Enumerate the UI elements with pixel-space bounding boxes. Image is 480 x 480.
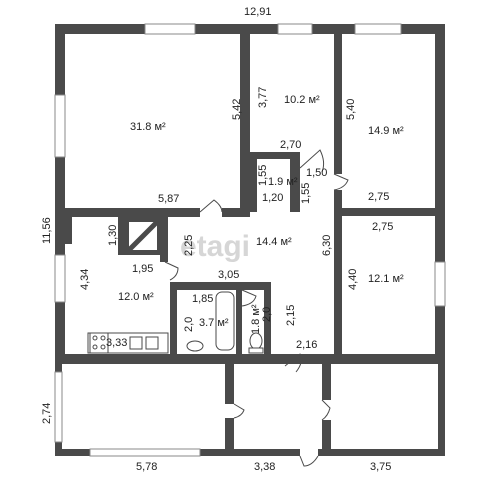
dimension-kitchen-width: 1,95: [132, 263, 153, 275]
dimension-hall-height: 6,30: [321, 235, 333, 256]
door-arc: [333, 173, 349, 191]
dimension-bath-height: 2,0: [183, 317, 195, 332]
dimension-living-bottom: 5,87: [158, 193, 179, 205]
window: [54, 254, 66, 303]
kitchen-sink-right: [145, 336, 159, 350]
dimension-top-width: 12,91: [244, 6, 272, 18]
window: [89, 448, 201, 457]
room-area-bedroom-east: 12.1 м²: [368, 273, 404, 285]
dimension-porch-mid: 3,38: [254, 461, 275, 473]
door-arc: [284, 353, 302, 373]
bath-sink: [186, 340, 204, 352]
windows: [54, 23, 446, 457]
window: [144, 23, 196, 35]
door-arc: [321, 399, 331, 421]
dimension-corridor-bottom: 2,16: [296, 339, 317, 351]
dimension-closet-height: 1,55: [257, 165, 269, 186]
door-arc: [299, 149, 325, 173]
door-arc: [199, 199, 223, 213]
watermark: etagi: [180, 230, 250, 263]
dimension-corridor-height: 2,15: [285, 305, 297, 326]
doors: [164, 149, 349, 467]
dimension-small-bedroom-left: 3,77: [257, 87, 269, 108]
dimension-stove-height: 1,30: [107, 225, 119, 246]
dimension-left-height: 11,56: [41, 217, 53, 244]
room-area-bedroom-small: 10.2 м²: [284, 94, 320, 106]
dimension-porch-right: 3,75: [370, 461, 391, 473]
dimension-toilet-height: 2,0: [261, 307, 273, 322]
dimension-east-top: 2,75: [372, 221, 393, 233]
door-arc: [299, 455, 319, 467]
room-area-bedroom-right: 14.9 м²: [368, 125, 404, 137]
dimension-closet-width: 1,20: [262, 192, 283, 204]
room-area-bathroom: 3.7 м²: [199, 317, 229, 329]
fixtures: [87, 291, 264, 354]
toilet-bowl: [249, 332, 263, 350]
window: [54, 94, 66, 158]
outer-walls: [55, 24, 445, 364]
dimension-east-height: 4,40: [347, 269, 359, 290]
toilet-tank: [248, 347, 264, 354]
room-area-living-room: 31.8 м²: [130, 121, 166, 133]
dimension-bath-width: 1,85: [192, 293, 213, 305]
dimension-right-bedroom-left: 5,40: [345, 99, 357, 120]
door-arc: [233, 403, 245, 419]
door-arc: [164, 261, 179, 281]
window: [434, 261, 446, 307]
dimension-closet-right-side: 1,55: [300, 183, 312, 204]
window: [54, 371, 63, 443]
room-area-kitchen: 12.0 м²: [118, 291, 154, 303]
dimension-kitchen-side: 2,25: [183, 235, 195, 256]
dimension-right-bedroom-bottom: 2,75: [368, 191, 389, 203]
dimension-porch-left: 5,78: [136, 461, 157, 473]
porch-walls: [55, 364, 445, 456]
bathtub: [215, 291, 235, 351]
dimension-bath-block-width: 3,05: [218, 269, 239, 281]
window: [354, 23, 402, 35]
door-arc: [241, 289, 257, 307]
room-area-toilet: 1.8 м²: [250, 304, 262, 334]
dimension-sink-counter: 3,33: [106, 337, 127, 349]
dimension-porch-height: 2,74: [41, 403, 53, 424]
room-area-hall: 14.4 м²: [256, 236, 292, 248]
dimension-living-right: 5,42: [231, 99, 243, 120]
dimension-closet-right: 1,50: [306, 167, 327, 179]
stove-chimney: [118, 217, 168, 255]
dimension-small-bedroom-bottom: 2,70: [280, 139, 301, 151]
window: [277, 23, 313, 35]
interior-walls: [65, 34, 435, 354]
dimension-kitchen-height: 4,34: [79, 269, 91, 290]
room-area-closet: 1.9 м²: [268, 176, 298, 188]
kitchen-sink-left: [129, 336, 143, 350]
